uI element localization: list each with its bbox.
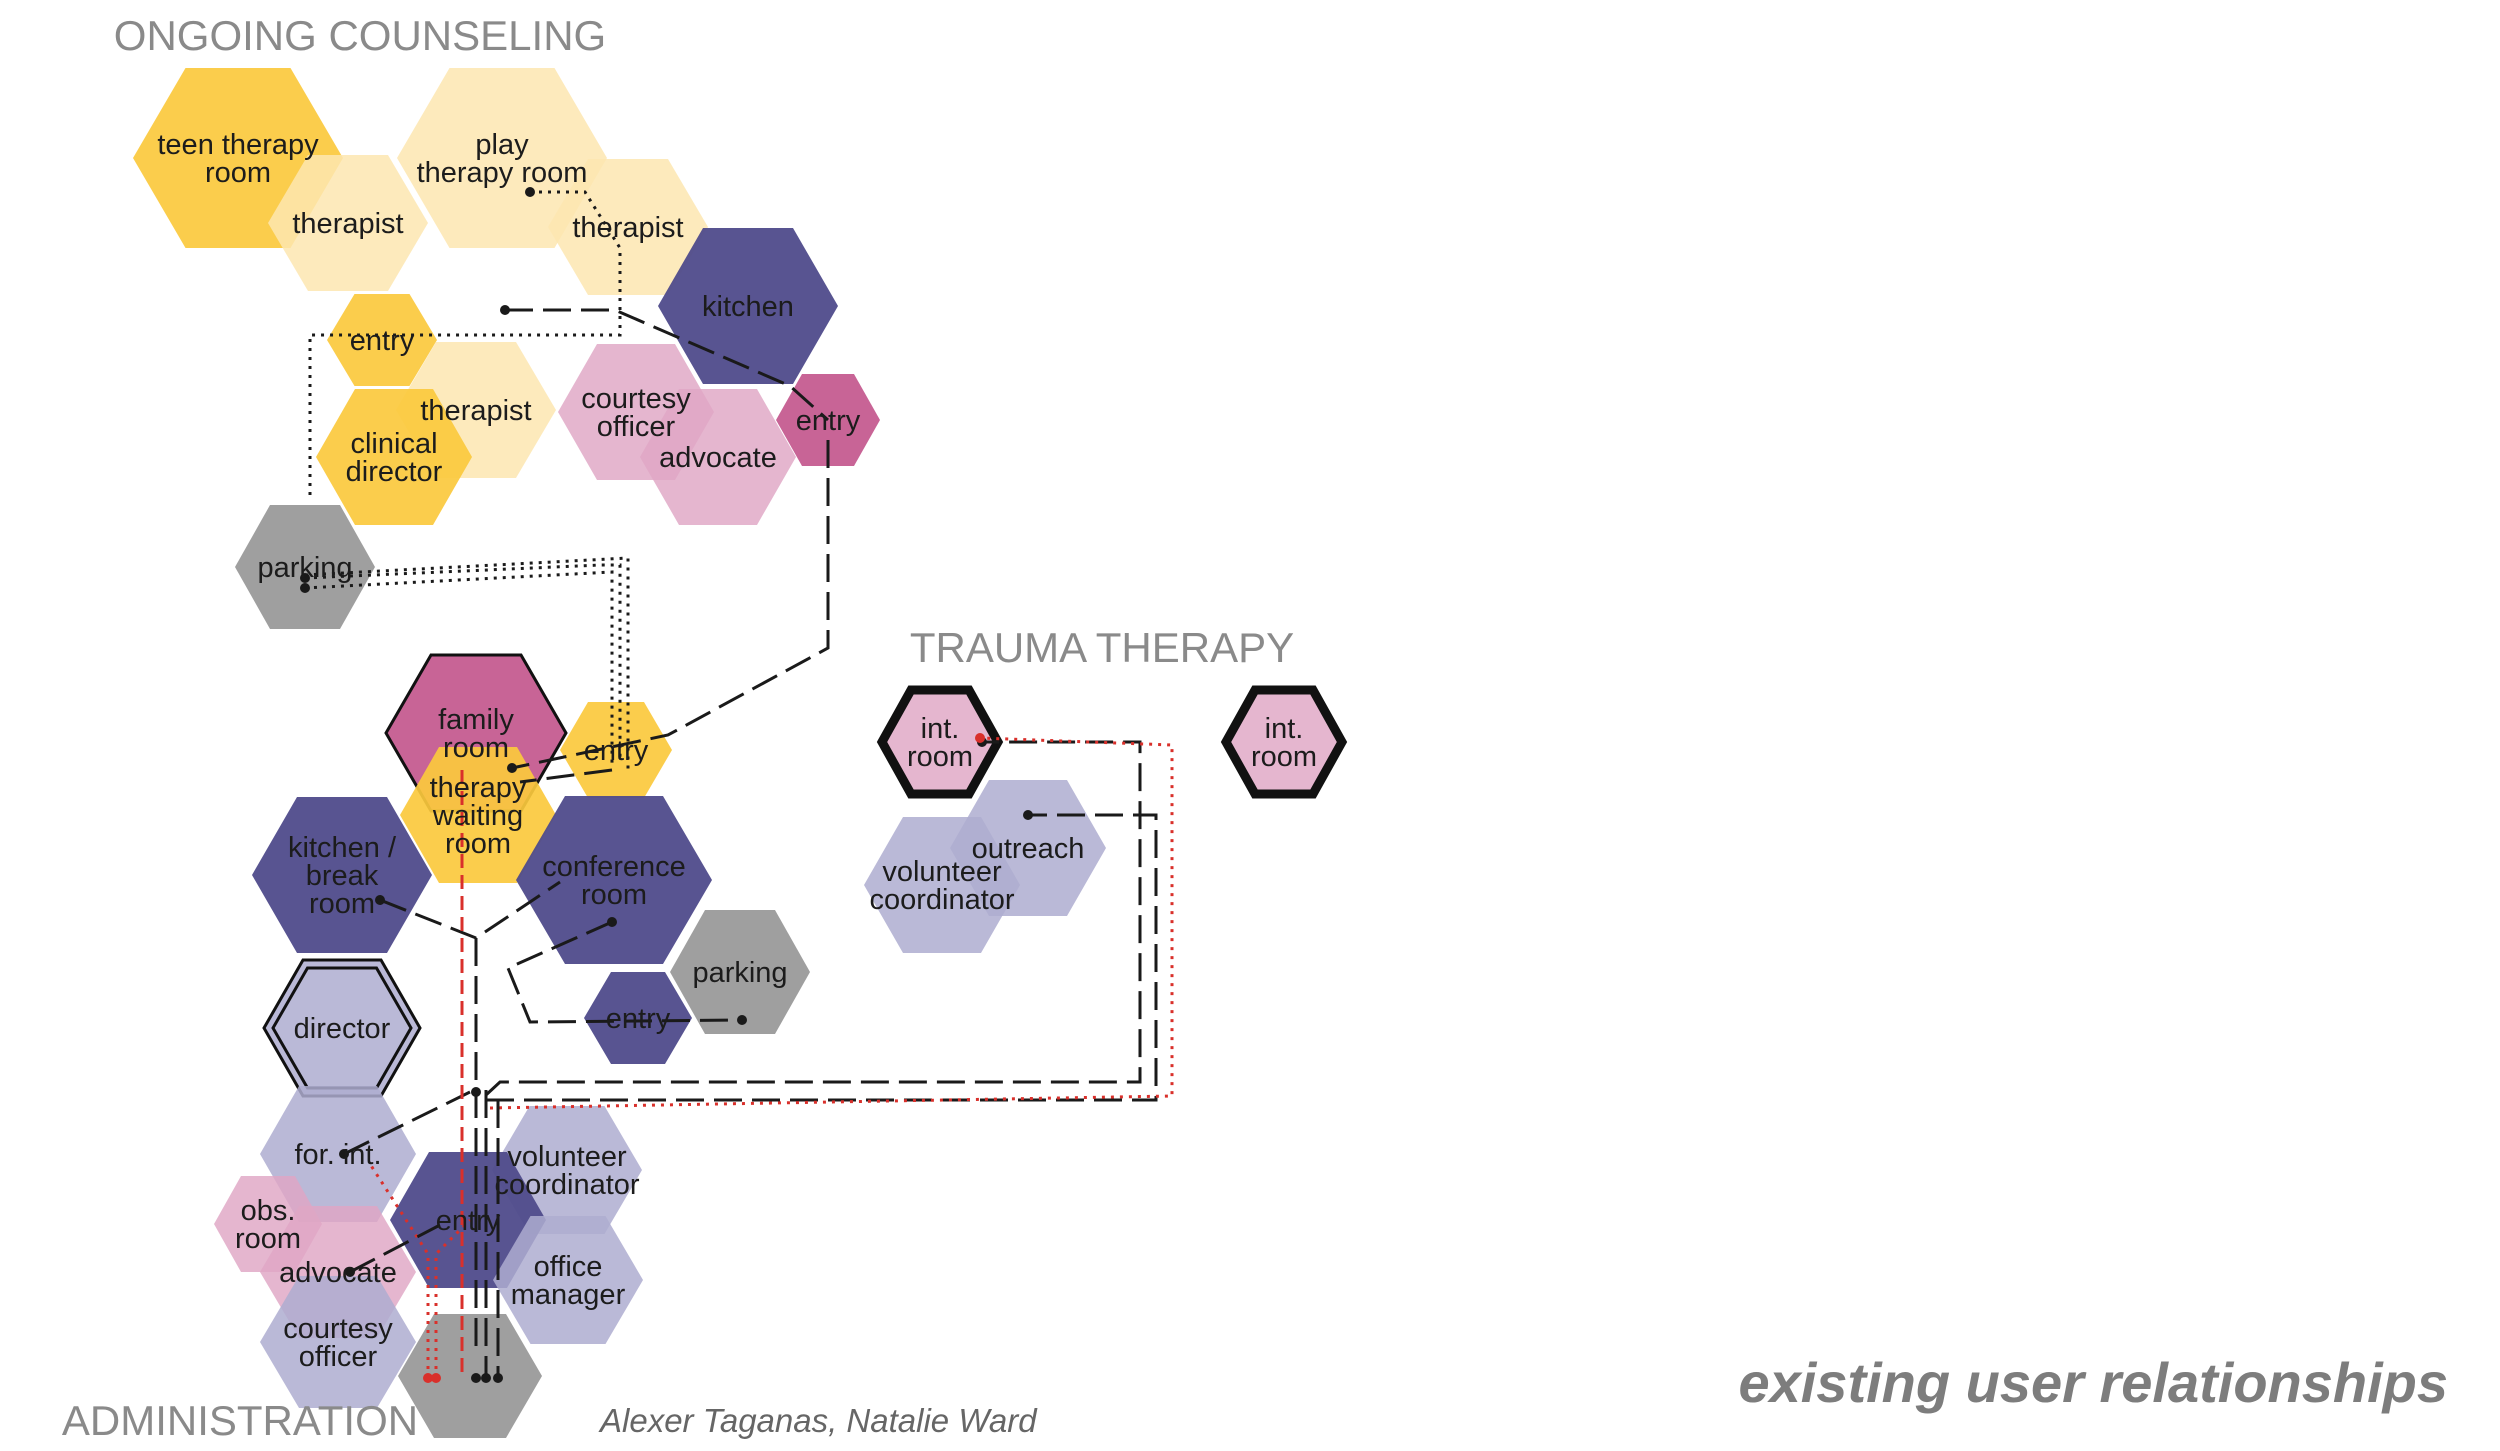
link-endpoint-5 (375, 895, 385, 905)
section-title-ongoing-counseling: ONGOING COUNSELING (114, 12, 606, 59)
label-entry-yellow: entry (584, 735, 649, 767)
author-credit: Alexer Taganas, Natalie Ward (598, 1402, 1038, 1439)
link-endpoint-2 (300, 573, 310, 583)
link-hub-to-outreach (486, 813, 1158, 1102)
hex-therapist-1 (268, 155, 428, 291)
label-therapist-1: therapist (292, 208, 403, 240)
label-for-int: for. int. (294, 1139, 381, 1171)
hex-int-room-2 (1220, 685, 1348, 799)
hex-kitchen (658, 228, 838, 384)
hex-conference-room (516, 796, 712, 964)
hex-volunteer-coordinator-tt (864, 817, 1020, 953)
label-int-room-2: int.room (1251, 713, 1317, 773)
label-parking-admin: parking (692, 957, 787, 989)
label-outreach: outreach (972, 833, 1085, 865)
hex-entry-oc (327, 294, 437, 386)
link-endpoint-6 (607, 917, 617, 927)
label-advocate-admin: advocate (279, 1257, 397, 1289)
label-entry-oc: entry (350, 325, 415, 357)
link-entry-to-family-room (511, 440, 830, 770)
diagram-caption: existing user relationships (1738, 1351, 2448, 1414)
relationship-links (300, 187, 1174, 1383)
hex-entry-navy-small (584, 972, 692, 1064)
link-endpoint-0 (525, 187, 535, 197)
label-parking-oc: parking (257, 552, 352, 584)
link-play-therapy-to-parking (308, 190, 622, 500)
link-endpoint-1 (500, 305, 510, 315)
link-conference-parking (506, 920, 743, 1024)
link-advocate-entry (349, 1223, 441, 1274)
label-kitchen: kitchen (702, 291, 794, 323)
hex-courtesy-officer-admin (260, 1276, 416, 1408)
link-endpoint-16 (345, 1267, 355, 1277)
link-parking-to-entry-2 (304, 570, 614, 765)
hex-parking-oc (235, 505, 375, 629)
link-red-int-room (489, 736, 1174, 1110)
link-entry-to-waiting (519, 768, 613, 784)
hex-therapy-waiting-room (400, 747, 556, 883)
hex-office-manager (493, 1216, 643, 1344)
link-endpoint-4 (507, 763, 517, 773)
hex-parking-admin (670, 910, 810, 1034)
section-title-administration: ADMINISTRATION (62, 1397, 418, 1444)
link-endpoint-18 (493, 1373, 503, 1383)
link-endpoint-7 (737, 1015, 747, 1025)
label-obs-room: obs.room (235, 1195, 301, 1255)
section-title-trauma-therapy: TRAUMA THERAPY (910, 624, 1294, 671)
label-entry-admin: entry (436, 1205, 501, 1237)
link-endpoint-8 (339, 1149, 349, 1159)
link-endpoint-3 (300, 583, 310, 593)
label-entry-navy-small: entry (606, 1003, 671, 1035)
link-endpoint-14 (471, 1373, 481, 1383)
space-hexagons (133, 68, 1348, 1438)
link-endpoint-9 (471, 1087, 481, 1097)
hex-clinical-director (316, 389, 472, 525)
link-endpoint-17 (975, 733, 985, 743)
hex-gray-admin (398, 1314, 542, 1438)
hex-play-therapy-room (397, 68, 607, 248)
link-endpoint-13 (431, 1373, 441, 1383)
hex-kitchen-break-room (252, 797, 432, 953)
label-director: director (294, 1013, 391, 1045)
label-advocate-oc: advocate (659, 442, 777, 474)
hex-therapist-2 (548, 159, 708, 295)
link-endpoint-12 (423, 1373, 433, 1383)
label-therapist-3: therapist (420, 395, 531, 427)
hex-advocate-oc (640, 389, 796, 525)
label-int-room-1: int.room (907, 713, 973, 773)
label-entry-magenta: entry (796, 405, 861, 437)
link-kitchen-entry (505, 308, 830, 422)
link-for-int-to-hub (343, 1090, 471, 1156)
link-endpoint-15 (481, 1373, 491, 1383)
link-endpoint-10 (1023, 810, 1033, 820)
label-therapist-2: therapist (572, 212, 683, 244)
hex-entry-admin (390, 1152, 546, 1288)
